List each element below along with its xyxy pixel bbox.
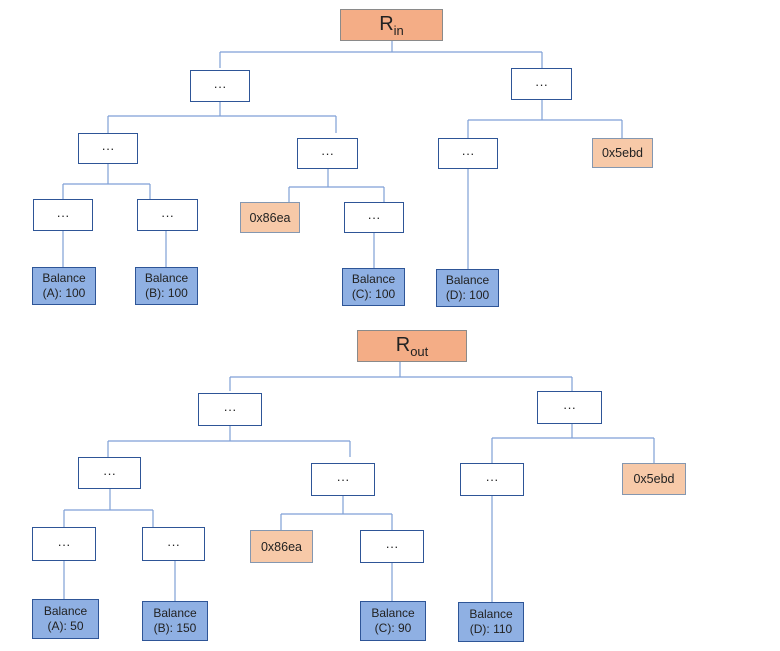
tree-out-balance-a: Balance (A): 50 bbox=[32, 599, 99, 639]
balance-value: (A): 100 bbox=[42, 286, 86, 300]
tree-in-node-l2-a: ··· bbox=[78, 133, 138, 164]
tree-out-balance-b: Balance (B): 150 bbox=[142, 601, 208, 641]
balance-value: (C): 100 bbox=[351, 287, 396, 301]
tree-in-balance-d: Balance (D): 100 bbox=[436, 269, 499, 307]
balance-label: Balance bbox=[42, 271, 86, 285]
tree-in-balance-a: Balance (A): 100 bbox=[32, 267, 96, 305]
tree-in-hash-5ebd: 0x5ebd bbox=[592, 138, 653, 168]
balance-label: Balance bbox=[144, 271, 189, 285]
tree-out-hash-5ebd: 0x5ebd bbox=[622, 463, 686, 495]
tree-out-balance-d: Balance (D): 110 bbox=[458, 602, 524, 642]
balance-label: Balance bbox=[371, 606, 415, 620]
tree-in-hash-86ea: 0x86ea bbox=[240, 202, 300, 233]
root-subscript: in bbox=[393, 22, 404, 38]
tree-in-node-l2-b: ··· bbox=[297, 138, 358, 169]
tree-in-node-l1-left: ··· bbox=[190, 70, 250, 102]
tree-out-node-l3-b: ··· bbox=[142, 527, 205, 561]
tree-in-node-l1-right: ··· bbox=[511, 68, 572, 100]
root-label: R bbox=[395, 333, 411, 356]
root-subscript: out bbox=[410, 343, 429, 359]
root-label: R bbox=[379, 12, 394, 35]
balance-value: (B): 100 bbox=[145, 286, 188, 300]
root-in-node: Rin bbox=[340, 9, 443, 41]
tree-in-node-l3-a: ··· bbox=[33, 199, 93, 231]
tree-out-node-l1-right: ··· bbox=[537, 391, 602, 424]
tree-out-node-l1-left: ··· bbox=[198, 393, 262, 426]
tree-out-node-l2-b: ··· bbox=[311, 463, 375, 496]
balance-label: Balance bbox=[351, 272, 396, 286]
tree-out-node-l2-c: ··· bbox=[460, 463, 524, 496]
balance-label: Balance bbox=[153, 606, 197, 620]
balance-label: Balance bbox=[469, 607, 513, 621]
balance-value: (C): 90 bbox=[374, 621, 412, 635]
balance-value: (D): 100 bbox=[445, 288, 490, 302]
balance-label: Balance bbox=[43, 604, 88, 618]
tree-out-hash-86ea: 0x86ea bbox=[250, 530, 313, 563]
balance-value: (B): 150 bbox=[153, 621, 197, 635]
tree-in-node-l2-c: ··· bbox=[438, 138, 498, 169]
balance-label: Balance bbox=[445, 273, 490, 287]
balance-value: (D): 110 bbox=[469, 622, 513, 636]
tree-in-node-l3-c: ··· bbox=[344, 202, 404, 233]
balance-value: (A): 50 bbox=[47, 619, 84, 633]
tree-in-node-l3-b: ··· bbox=[137, 199, 198, 231]
root-out-node: Rout bbox=[357, 330, 467, 362]
tree-out-node-l3-a: ··· bbox=[32, 527, 96, 561]
tree-out-node-l2-a: ··· bbox=[78, 457, 141, 489]
tree-in-balance-b: Balance (B): 100 bbox=[135, 267, 198, 305]
tree-out-balance-c: Balance (C): 90 bbox=[360, 601, 426, 641]
tree-out-node-l3-c: ··· bbox=[360, 530, 424, 563]
tree-in-balance-c: Balance (C): 100 bbox=[342, 268, 405, 306]
